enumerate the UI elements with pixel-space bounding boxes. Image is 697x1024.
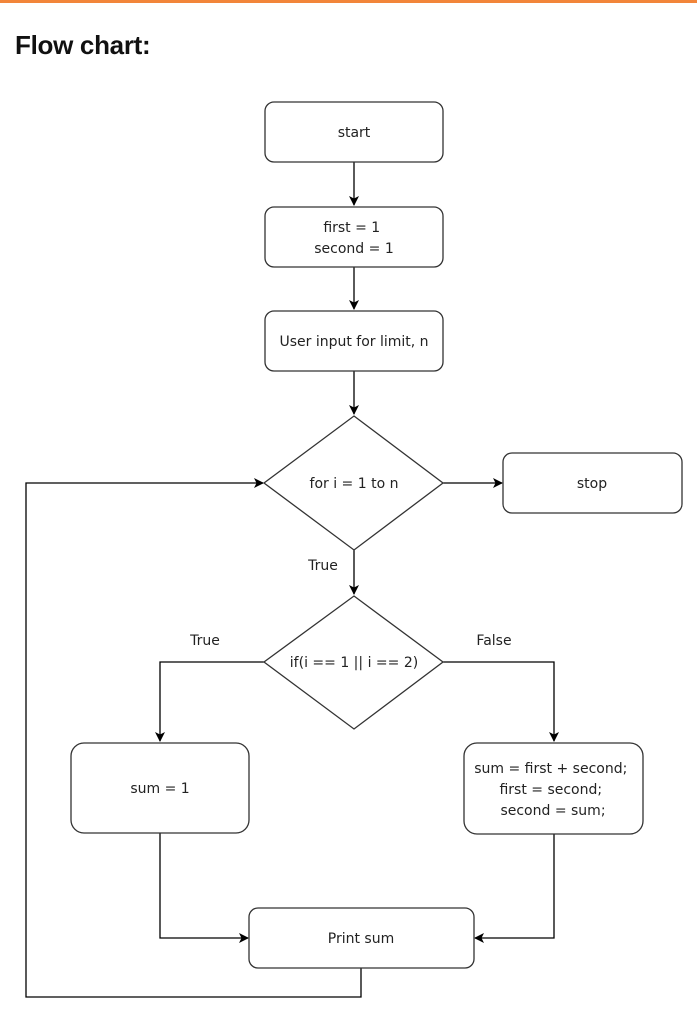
page-heading: Flow chart: [15,30,151,60]
edge-condition-compute [443,661,559,742]
node-sum-one [70,742,250,834]
node-input [264,310,444,372]
node-input-label: User input for limit, n [279,334,428,350]
node-condition-label: if(i == 1 || i == 2) [290,655,418,671]
node-init-label: first = 1 second = 1 [314,220,393,257]
node-stop-label: stop [577,476,607,492]
edge-compute-print [474,834,555,943]
node-loop [262,415,445,551]
edge-condition-sum-one [155,661,264,742]
node-start-label: start [338,125,371,141]
node-condition [262,595,445,730]
node-start [264,101,444,163]
node-sum-one-label: sum = 1 [130,781,189,797]
node-compute [463,742,644,835]
edge-print-loop-back [25,478,362,998]
top-accent-bar [0,0,697,3]
node-print-label: Print sum [328,931,394,947]
edge-sum-one-print [159,833,249,943]
edge-label-cond-true: True [189,633,220,649]
node-init [264,206,444,268]
node-stop [502,452,683,514]
edge-label-loop-true: True [307,558,338,574]
edge-label-cond-false: False [476,633,511,649]
node-print [248,907,475,969]
node-loop-label: for i = 1 to n [310,476,399,492]
node-compute-label: sum = first + second; first = second; se… [474,761,632,819]
